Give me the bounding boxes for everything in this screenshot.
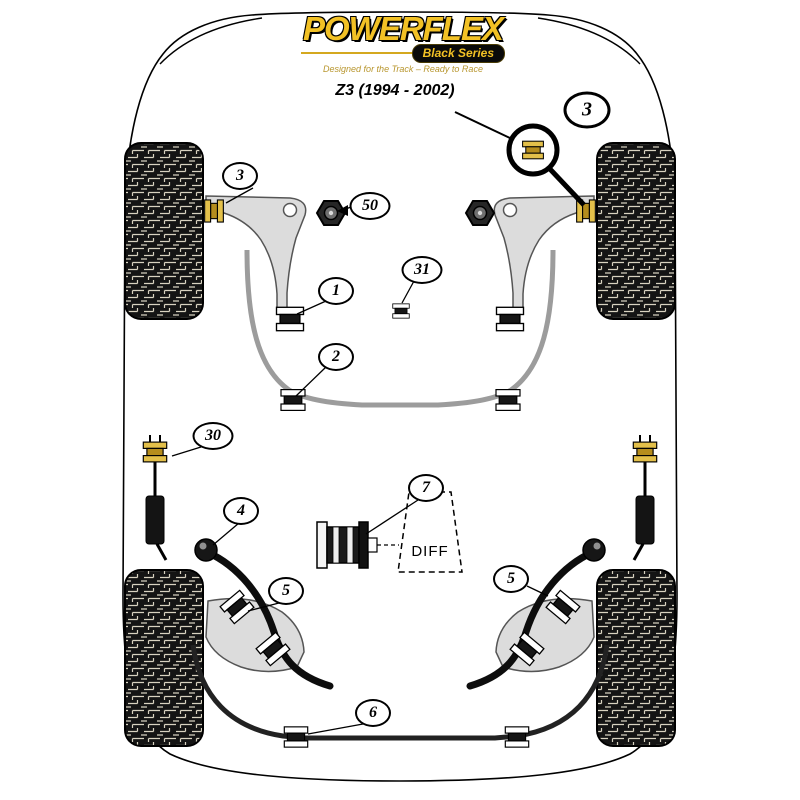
brand-logo: POWERFLEX Black Series Designed for the …: [299, 10, 507, 74]
model-title: Z3 (1994 - 2002): [335, 82, 455, 99]
rear-arm-left: [195, 539, 330, 686]
arb-clamp-left: [280, 389, 306, 411]
rear-arb-clamp-left: [283, 726, 309, 748]
callout-3-front-right: 3: [563, 91, 611, 129]
callout-3-front-left: 3: [222, 162, 258, 190]
rear-arm-right: [470, 539, 605, 686]
arrow-to-hex-nut: [337, 205, 348, 216]
tire-rear-right: [596, 569, 676, 747]
arm-bushing-right: [495, 306, 525, 332]
center-bushing-31: [392, 303, 410, 319]
front-top-mount-left: [204, 199, 224, 223]
series-badge: Black Series: [411, 44, 505, 63]
tire-rear-left: [124, 569, 204, 747]
hex-nut-right: [465, 200, 495, 226]
brand-tagline: Designed for the Track – Ready to Race: [323, 64, 483, 74]
arb-clamp-right: [495, 389, 521, 411]
rear-shock-left: [143, 435, 166, 560]
callout-5-left: 5: [268, 577, 304, 605]
brand-rule: [301, 52, 505, 54]
diff-outline: [397, 491, 463, 573]
callout-31: 31: [401, 256, 443, 284]
tire-front-right: [596, 142, 676, 320]
rear-anti-roll-bar: [190, 644, 610, 748]
callout-5-right: 5: [493, 565, 529, 593]
callout-2: 2: [318, 343, 354, 371]
callout-50: 50: [349, 192, 391, 220]
diff-mount-bushing: [316, 521, 399, 569]
front-anti-roll-bar: [244, 249, 556, 408]
callout-30: 30: [192, 422, 234, 450]
magnifier-detail: [454, 111, 586, 207]
callout-7: 7: [408, 474, 444, 502]
callout-6: 6: [355, 699, 391, 727]
rear-shock-right: [633, 435, 656, 560]
rear-arb-clamp-right: [504, 726, 530, 748]
diff-label: DIFF: [411, 543, 449, 560]
hex-nut-left: [316, 200, 346, 226]
callout-1: 1: [318, 277, 354, 305]
magnifier-handle: [547, 166, 586, 207]
arm-bushing-left: [275, 306, 305, 332]
brand-badge-row: Black Series: [299, 44, 507, 63]
tire-front-left: [124, 142, 204, 320]
brand-name: POWERFLEX: [302, 10, 504, 47]
tires: [124, 142, 676, 747]
callout-4: 4: [223, 497, 259, 525]
